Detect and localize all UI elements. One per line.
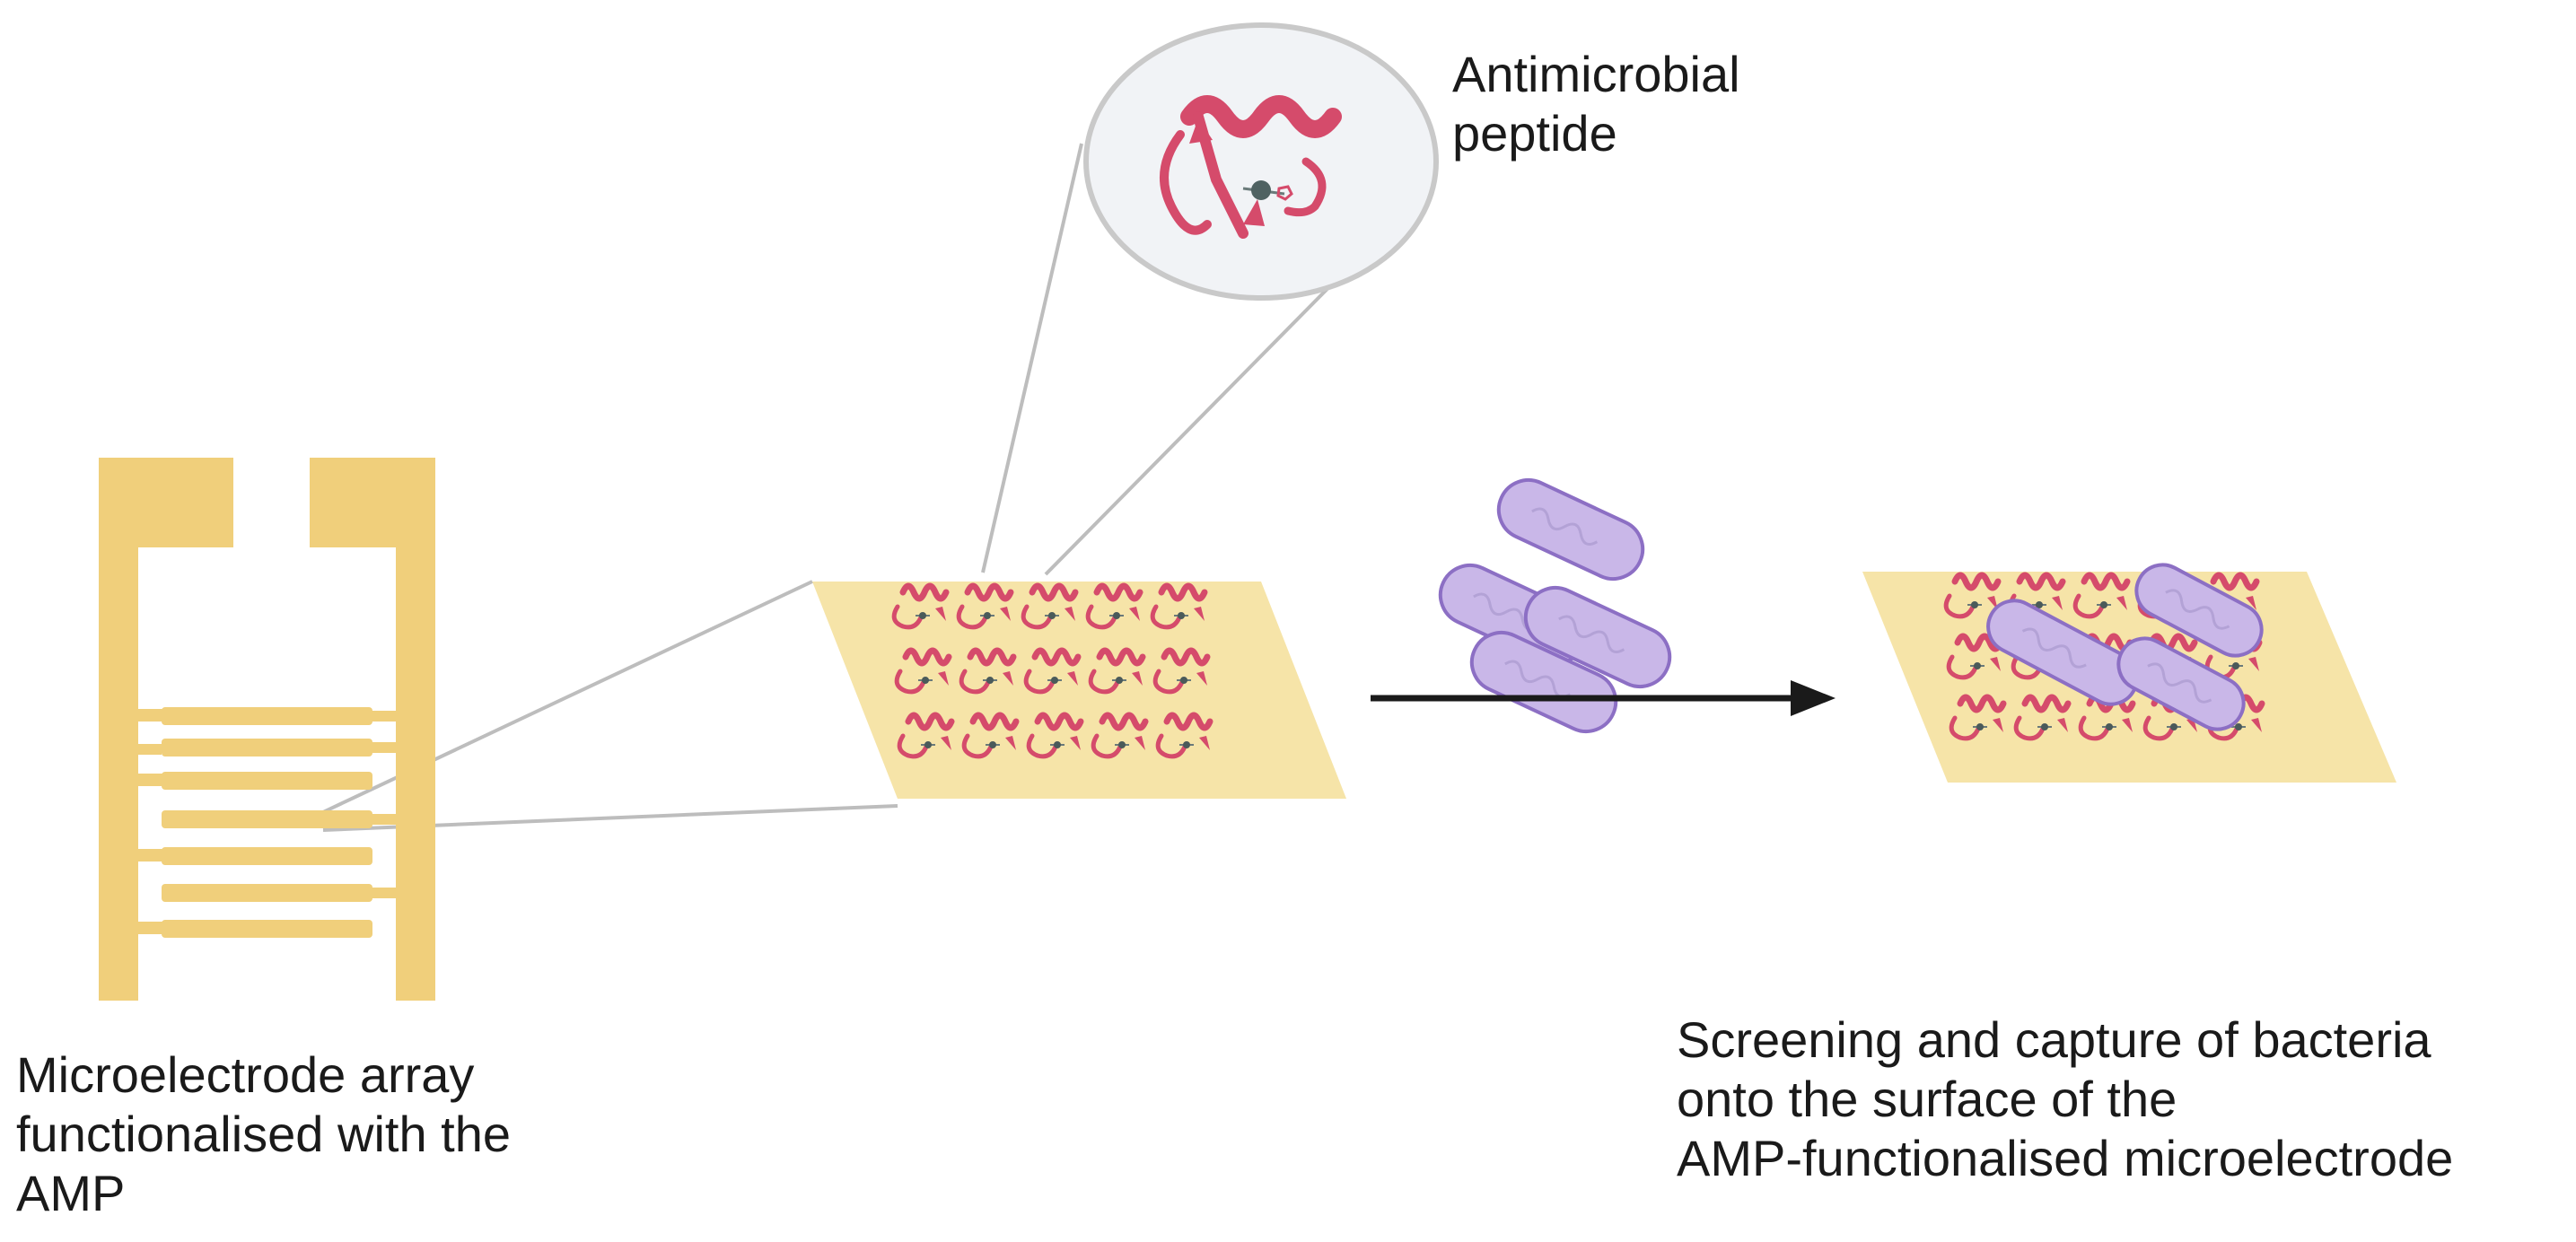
rod-bacteria-icon bbox=[1523, 586, 1672, 688]
electrode-label-line: Microelectrode array bbox=[16, 1046, 475, 1103]
capture-label-line: onto the surface of the bbox=[1677, 1071, 2177, 1127]
rod-bacteria-icon bbox=[1496, 478, 1645, 581]
electrode-label-line: AMP bbox=[16, 1165, 126, 1221]
rod-bacteria-icon bbox=[2116, 636, 2246, 731]
zoom-line-bubble-left bbox=[981, 143, 1083, 573]
capture-label-line: Screening and capture of bacteria bbox=[1677, 1011, 2431, 1068]
rod-bacteria-icon bbox=[2134, 563, 2264, 658]
peptide-label-line: peptide bbox=[1452, 105, 1617, 162]
rod-bacteria-icon bbox=[1469, 631, 1618, 733]
capture-label-line: AMP-functionalised microelectrode bbox=[1677, 1130, 2454, 1186]
functionalised-electrode-surface bbox=[812, 582, 1346, 799]
process-arrow-icon bbox=[1371, 680, 1836, 716]
antimicrobial-peptide-icon bbox=[1160, 95, 1342, 239]
bacteria-cluster bbox=[1438, 478, 1672, 733]
rod-bacteria-icon bbox=[1986, 599, 2139, 706]
peptide-label-line: Antimicrobial bbox=[1452, 46, 1740, 102]
peptide-zoom-bubble bbox=[1083, 22, 1439, 301]
electrode-label: Microelectrode array functionalised with… bbox=[16, 1045, 511, 1223]
interdigitated-microelectrode-icon bbox=[99, 458, 435, 1001]
electrode-label-line: functionalised with the bbox=[16, 1106, 512, 1162]
captured-bacteria bbox=[1986, 563, 2264, 731]
peptide-label: Antimicrobial peptide bbox=[1452, 45, 1740, 163]
capture-label: Screening and capture of bacteria onto t… bbox=[1677, 1010, 2453, 1188]
zoom-line-bubble-right bbox=[1044, 241, 1375, 576]
